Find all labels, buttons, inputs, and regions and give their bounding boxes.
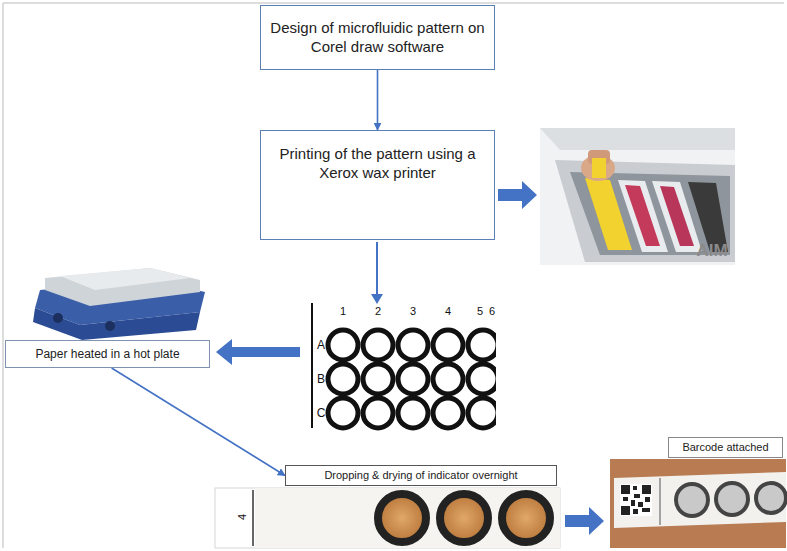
node-text: Design of microfluidic pattern on Corel … [269, 19, 486, 57]
grid-index: 2 [375, 306, 381, 317]
barcode-strip-photo-part [620, 484, 652, 516]
flow-arrow-part [498, 181, 537, 209]
hot-plate-photo-part [33, 308, 200, 340]
barcode-strip-photo-part [610, 459, 786, 548]
barcode-strip-photo-part [621, 485, 630, 494]
grid-index: 6 [489, 306, 495, 317]
printer-photo-part [555, 160, 735, 262]
barcode-strip-photo-part [642, 508, 650, 512]
barcode-strip-photo-part [621, 506, 630, 515]
indicator-strip-photo-part [255, 488, 560, 548]
indicator-strip-photo-part [252, 490, 254, 546]
step-label-box: Paper heated in a hot plate [5, 340, 210, 368]
printed-grid-part-part [433, 398, 463, 428]
node-text: Printing of the pattern using a Xerox wa… [269, 145, 486, 183]
printed-grid [312, 303, 533, 428]
printer-photo-part [660, 186, 694, 246]
printed-grid-part [311, 303, 313, 428]
printed-grid-part [328, 330, 496, 428]
watermark: AIM [696, 242, 727, 259]
process-box: Printing of the pattern using a Xerox wa… [260, 130, 495, 240]
flow-line-part [371, 294, 383, 304]
printed-grid-part-part [328, 398, 358, 428]
strip-number: 4 [237, 514, 248, 520]
process-box: Design of microfluidic pattern on Corel … [260, 5, 495, 70]
grid-index: A [317, 339, 325, 351]
barcode-strip-photo-part [645, 497, 650, 502]
printed-grid-part-part [468, 398, 496, 428]
node-text: Barcode attached [682, 441, 768, 455]
grid-index: 5 [477, 306, 483, 317]
printed-grid-part-part [433, 364, 463, 394]
flow-connector [377, 70, 379, 130]
printed-grid-part-part [398, 398, 428, 428]
barcode-strip-photo-part [623, 497, 628, 501]
barcode-strip-photo-part [631, 500, 635, 506]
barcode-strip-photo [610, 459, 786, 548]
node-text: Paper heated in a hot plate [35, 347, 179, 362]
barcode-strip-photo-part [614, 472, 786, 528]
printed-grid-part-part [363, 364, 393, 394]
barcode-strip-photo-part [676, 484, 708, 516]
flow-arrow-part [565, 507, 604, 535]
hot-plate-photo-part [105, 321, 115, 331]
barcode-strip-photo-part [642, 485, 651, 494]
printer-photo-part [592, 158, 606, 178]
printer-photo-part [625, 185, 660, 246]
printer-photo [540, 128, 735, 265]
flow-connector [112, 368, 285, 476]
grid-index: 3 [410, 306, 416, 317]
indicator-strip-photo [215, 488, 560, 548]
step-label-box: Dropping & drying of indicator overnight [285, 465, 557, 486]
hot-plate-photo-part [53, 313, 63, 323]
printed-grid-part-part [398, 364, 428, 394]
indicator-strip-photo-part [440, 494, 488, 542]
flow-arrow-part [216, 339, 300, 365]
indicator-strip-photo-part [215, 488, 560, 548]
printed-grid-part-part [328, 330, 358, 360]
flow-line [371, 242, 383, 304]
printer-photo-part [540, 128, 735, 265]
printed-grid-part-part [363, 398, 393, 428]
barcode-strip-photo-part [716, 483, 748, 515]
hot-plate-photo-part [45, 268, 200, 306]
barcode-strip-photo-part [756, 483, 786, 513]
barcode-strip-photo-part [633, 486, 637, 490]
frame-part [3, 3, 4, 548]
grid-index: 1 [340, 306, 346, 317]
step-label-box: Barcode attached [668, 437, 783, 458]
grid-index: B [317, 373, 325, 385]
barcode-strip-photo-part [638, 502, 643, 507]
printed-grid-part-part [468, 330, 496, 360]
barcode-strip-photo-part [634, 494, 640, 498]
printed-grid-part-part [328, 364, 358, 394]
indicator-strip-photo-part [502, 494, 550, 542]
indicator-strip-photo-part [378, 494, 426, 542]
printed-grid-part-part [363, 330, 393, 360]
node-text: Dropping & drying of indicator overnight [324, 469, 517, 483]
frame-part [3, 3, 784, 4]
grid-index: 4 [445, 306, 451, 317]
hot-plate-photo [33, 268, 205, 340]
grid-index: C [317, 407, 326, 419]
flow-line-part [376, 242, 378, 296]
barcode-strip-photo-part [660, 478, 661, 525]
printer-photo-part [540, 128, 735, 150]
printed-grid-part-part [398, 330, 428, 360]
barcode-strip-photo-part [633, 509, 638, 514]
printed-grid-part-part [433, 330, 463, 360]
hot-plate-photo-part [60, 268, 190, 290]
printed-grid-part-part [468, 364, 496, 394]
